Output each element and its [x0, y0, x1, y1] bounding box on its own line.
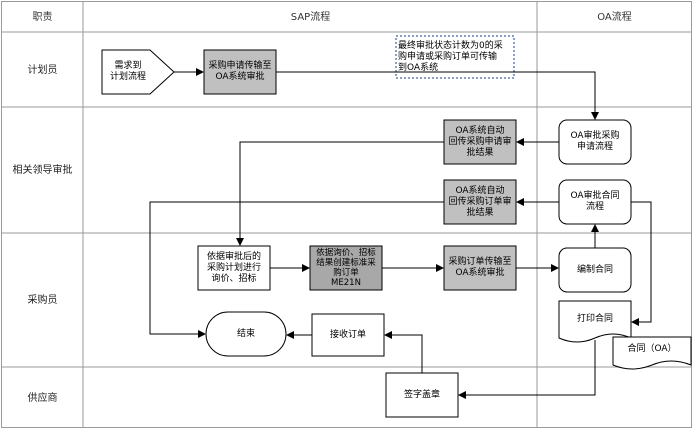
oa-return-po-label: OA系统自动 回传采购订单审 批结果: [448, 185, 512, 218]
demand-label: 需求到 计划流程: [109, 61, 146, 82]
oa-return-po-box: [443, 179, 517, 225]
oa-approve-contract-label: OA审批合同 流程: [570, 191, 620, 212]
lane-planner: 计划员: [27, 64, 58, 76]
lane-buyer: 采购员: [27, 295, 58, 306]
contract-doc-box: [612, 336, 692, 370]
end-label: 结束: [236, 328, 255, 339]
oa-return-req-label: OA系统自动 回传采购申请审 批结果: [448, 125, 512, 158]
lane-approver: 相关领导审批: [12, 165, 73, 176]
plan-inquiry-label: 依据审批后的 采购计划进行 询价、招标: [206, 251, 261, 284]
receive-po-box: [311, 313, 385, 357]
print-contract-label: 打印合同: [576, 313, 613, 324]
oa-return-req-box: [443, 119, 517, 165]
create-po-label: 依据询价、招标 结果创建标准采 购订单 ME21N: [316, 248, 376, 288]
arrow-oa-contract-to-print: [631, 201, 652, 326]
arrow-return-po-to-end: [149, 201, 444, 338]
header-sap: SAP流程: [290, 11, 331, 23]
receive-po-label: 接收订单: [329, 329, 366, 340]
note-box: [395, 35, 515, 79]
demand-shape: [101, 49, 175, 95]
draft-contract-label: 编制合同: [576, 264, 613, 275]
header-duty: 职责: [32, 11, 53, 23]
note-label: 最终审批状态计数为0的采 购申请或采购订单可传输 到OA系统: [398, 40, 503, 73]
arrow-sign-to-receive: [384, 331, 423, 373]
create-po-box: [309, 245, 383, 291]
req-transfer-label: 采购申请传输至 OA系统审批: [208, 61, 272, 82]
po-transfer-label: 采购订单传输至 OA系统审批: [448, 257, 512, 278]
po-transfer-box: [443, 245, 517, 291]
lane-supplier: 供应商: [27, 392, 58, 404]
arrow-return-req-to-inquiry: [236, 141, 444, 246]
plan-inquiry-box: [197, 245, 271, 291]
contract-doc-label: 合同（OA）: [627, 343, 677, 354]
header-oa: OA流程: [597, 11, 632, 23]
sign-seal-label: 签字盖章: [403, 389, 440, 400]
arrow-print-to-sign: [458, 340, 596, 399]
arrow-transfer-to-oa-approve: [276, 71, 599, 120]
oa-approve-req-label: OA审批采购 申请流程: [570, 131, 620, 152]
